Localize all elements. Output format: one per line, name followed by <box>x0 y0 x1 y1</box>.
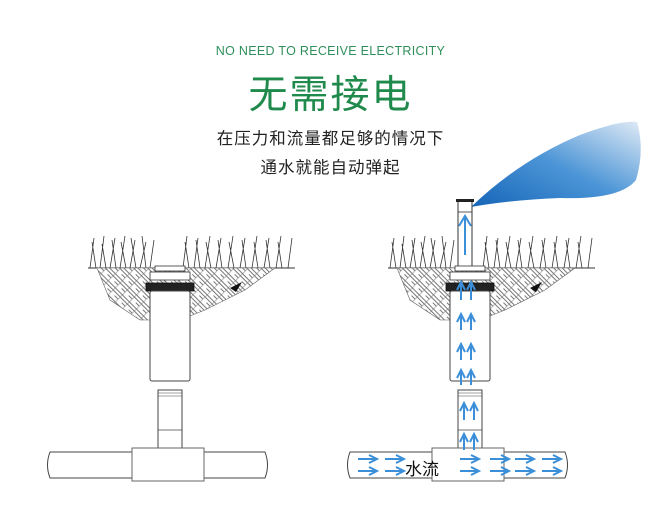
right-sprinkler-popped-up <box>347 121 641 482</box>
grass-right <box>389 235 593 269</box>
sprinkler-body-left <box>149 290 191 382</box>
page-title: 无需接电 <box>248 73 413 118</box>
subtitle-english: NO NEED TO RECEIVE ELECTRICITY <box>215 44 446 58</box>
upward-flow-arrows <box>456 214 479 450</box>
riser-left <box>157 389 183 449</box>
tee-fitting-left <box>131 447 205 482</box>
soil-pointer-right <box>530 282 542 292</box>
description-line-1: 在压力和流量都足够的情况下 <box>216 129 445 148</box>
horizontal-flow-arrows <box>358 454 564 476</box>
sprinkler-cap-left <box>145 282 195 292</box>
water-spray <box>471 121 641 207</box>
description-line-2: 通水就能自动弹起 <box>260 158 401 177</box>
grass-left <box>89 235 293 269</box>
soil-pointer-left <box>230 282 242 292</box>
left-sprinkler-retracted <box>47 235 295 482</box>
water-flow-label: 水流 <box>405 460 439 480</box>
tee-fitting-right <box>431 447 505 482</box>
sprinkler-body-right <box>449 290 491 382</box>
